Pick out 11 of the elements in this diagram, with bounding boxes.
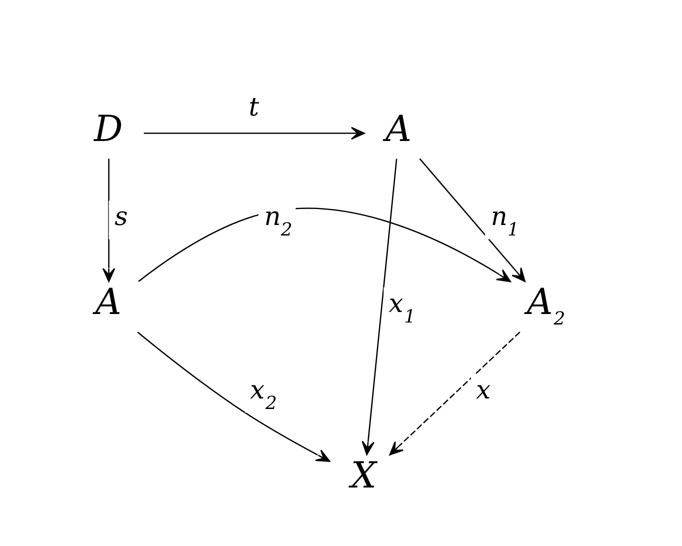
edge-label: t xyxy=(248,92,260,122)
edge-label: x$_{2}$ xyxy=(250,375,277,414)
node-text: A xyxy=(95,282,122,324)
edge-label: x xyxy=(476,375,491,406)
edge-label: n$_{2}$ xyxy=(264,202,292,241)
node-text: D xyxy=(94,108,123,150)
edge-label: n$_{1}$ xyxy=(490,202,519,241)
node-text: A$_{2}$ xyxy=(526,282,566,330)
node-text: X xyxy=(350,456,376,497)
edge-label: x$_{1}$ xyxy=(388,288,416,328)
edge-label: s xyxy=(114,202,128,232)
